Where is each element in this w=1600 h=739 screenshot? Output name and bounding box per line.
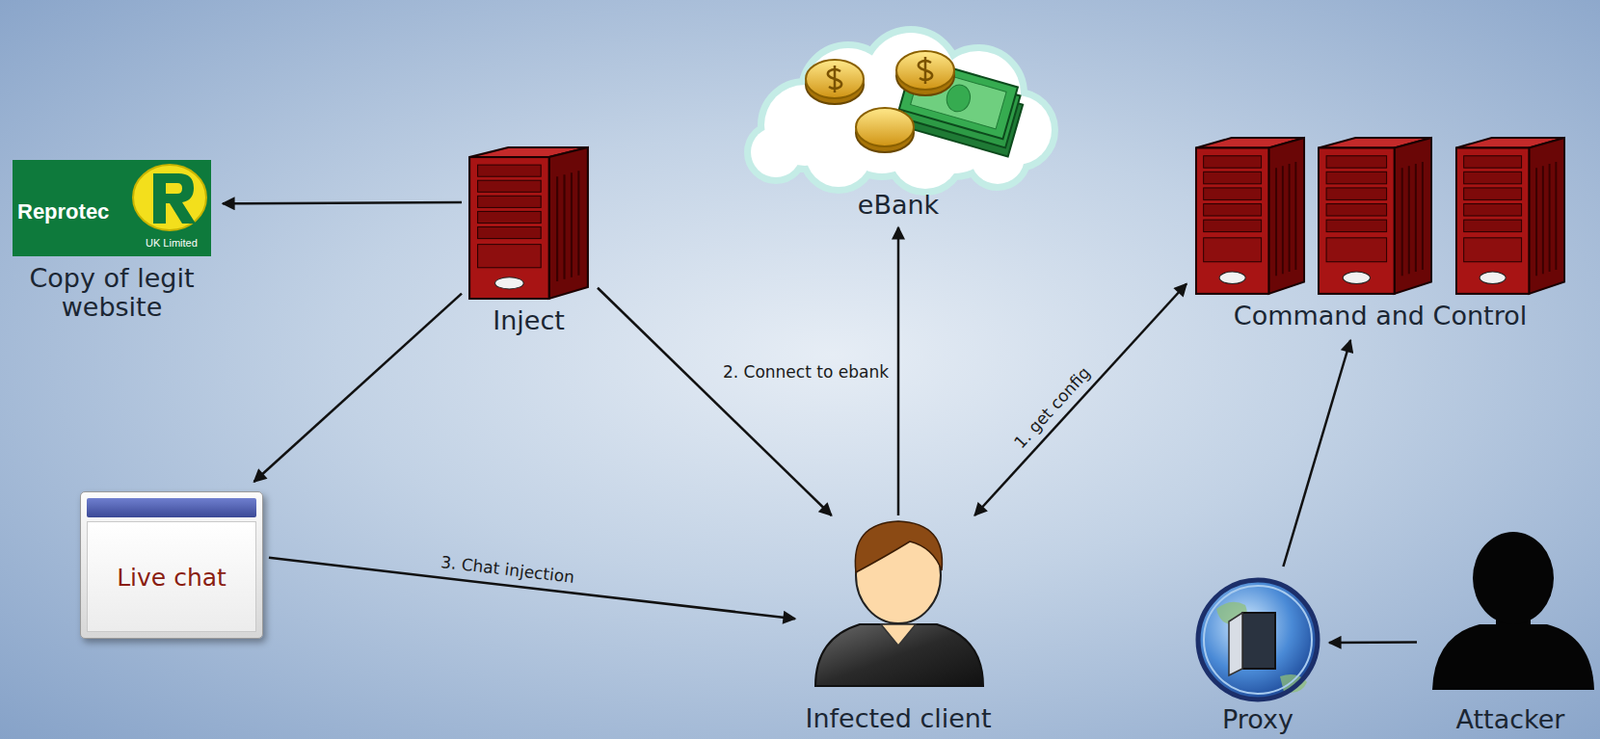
person-icon <box>854 521 942 573</box>
website-node: Reprotec UK LimitedCopy of legit website <box>10 160 214 322</box>
cloud-glow <box>750 32 1052 189</box>
server-group <box>1318 137 1432 294</box>
proxy-globe <box>1242 613 1276 669</box>
connector-arrow <box>597 288 832 516</box>
logo-text: Reprotec <box>17 200 109 224</box>
proxy-globe <box>1198 580 1318 700</box>
inject-server: Inject <box>467 145 590 336</box>
server-group <box>1196 137 1565 294</box>
chat-window: Live chat <box>80 491 264 640</box>
node-caption: Proxy <box>1222 705 1294 735</box>
connector-arrow <box>1329 640 1417 644</box>
server-icon <box>469 147 588 299</box>
coins <box>827 65 842 93</box>
coins <box>805 51 955 153</box>
window-text: Live chat <box>116 563 227 593</box>
proxy-globe <box>1198 580 1318 700</box>
proxy-globe <box>1203 586 1312 694</box>
connector-arrow <box>222 202 462 204</box>
proxy-globe <box>1228 613 1243 676</box>
connector-arrow <box>254 293 463 482</box>
edge-label: 1. get config <box>1010 363 1094 453</box>
logo-subtext: UK Limited <box>145 237 198 249</box>
coins <box>805 59 864 99</box>
coins <box>896 51 955 90</box>
server-group <box>1456 137 1565 294</box>
cloud <box>750 127 801 178</box>
website-logo <box>12 160 212 257</box>
coins <box>918 56 933 84</box>
connector-arrow <box>974 284 1187 516</box>
person-icon <box>815 624 984 687</box>
connector-arrow <box>897 227 901 516</box>
server-group <box>1196 137 1305 294</box>
connector-arrow <box>1282 340 1351 567</box>
attacker-silhouette <box>1432 532 1595 691</box>
node-caption: Inject <box>492 306 565 336</box>
cloud <box>750 32 1052 189</box>
server-cluster: Command and Control <box>1194 135 1567 331</box>
website-logo <box>153 173 196 224</box>
proxy-globe <box>1198 580 1318 700</box>
coins <box>855 107 914 147</box>
client-person: Infected client <box>802 525 994 734</box>
node-caption: Attacker <box>1456 705 1566 735</box>
cloud-glow <box>750 127 801 178</box>
node-caption: eBank <box>857 190 939 220</box>
proxy-node: Proxy <box>1194 576 1322 735</box>
node-caption: Command and Control <box>1233 301 1527 331</box>
attacker-node: Attacker <box>1424 530 1597 735</box>
attacker-silhouette <box>1472 532 1554 625</box>
ebank-cloud: eBank <box>729 40 1067 220</box>
node-caption: Infected client <box>804 704 991 734</box>
person-icon <box>880 624 916 646</box>
person-icon <box>815 521 984 687</box>
website-logo <box>133 164 207 231</box>
edge-label: 3. Chat injection <box>439 552 576 587</box>
node-caption: Copy of legit website <box>12 264 212 322</box>
edge-label: 2. Connect to ebank <box>722 362 889 382</box>
attacker-silhouette <box>1432 624 1595 691</box>
website-logo <box>12 160 212 257</box>
